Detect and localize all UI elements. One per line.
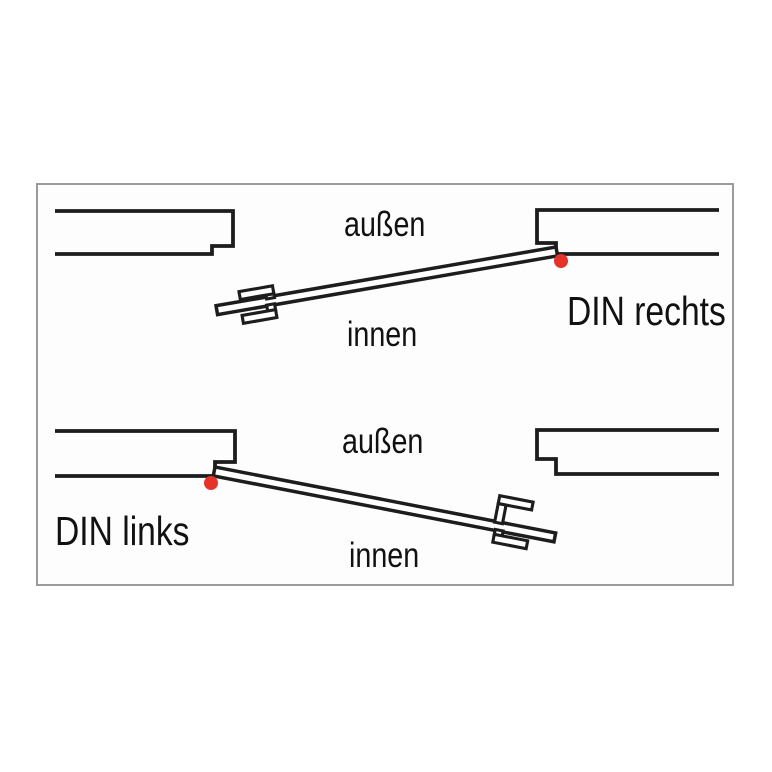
door-handle-lever-icon (496, 493, 535, 512)
din-links-drawing (55, 428, 719, 551)
door-handle-lever-icon (237, 284, 276, 302)
door-handle-stub-icon (492, 501, 508, 526)
door-handle-lever-icon (490, 532, 530, 551)
doorframe-right-top-icon (535, 208, 719, 256)
doorframe-left-top-icon (55, 209, 235, 256)
door-leaf-din-rechts-icon (214, 244, 560, 326)
doorframe-right-bottom-icon (535, 428, 719, 476)
door-leaf-body (211, 464, 558, 544)
din-links-label: DIN links (55, 508, 190, 554)
din-rechts-drawing (55, 208, 719, 326)
hinge-dot-din-rechts-icon (554, 254, 568, 268)
door-leaf-din-links-icon (211, 464, 558, 551)
inside-label-top: innen (347, 315, 418, 354)
door-handle-lever-icon (240, 307, 279, 326)
outside-label-bottom: außen (342, 422, 424, 461)
din-rechts-label: DIN rechts (567, 288, 726, 334)
outside-label-top: außen (344, 205, 426, 244)
door-leaf-body (214, 244, 560, 317)
doorframe-left-bottom-icon (55, 429, 237, 478)
hinge-dot-din-links-icon (204, 476, 218, 490)
diagram-frame (36, 183, 734, 586)
inside-label-bottom: innen (349, 536, 420, 575)
